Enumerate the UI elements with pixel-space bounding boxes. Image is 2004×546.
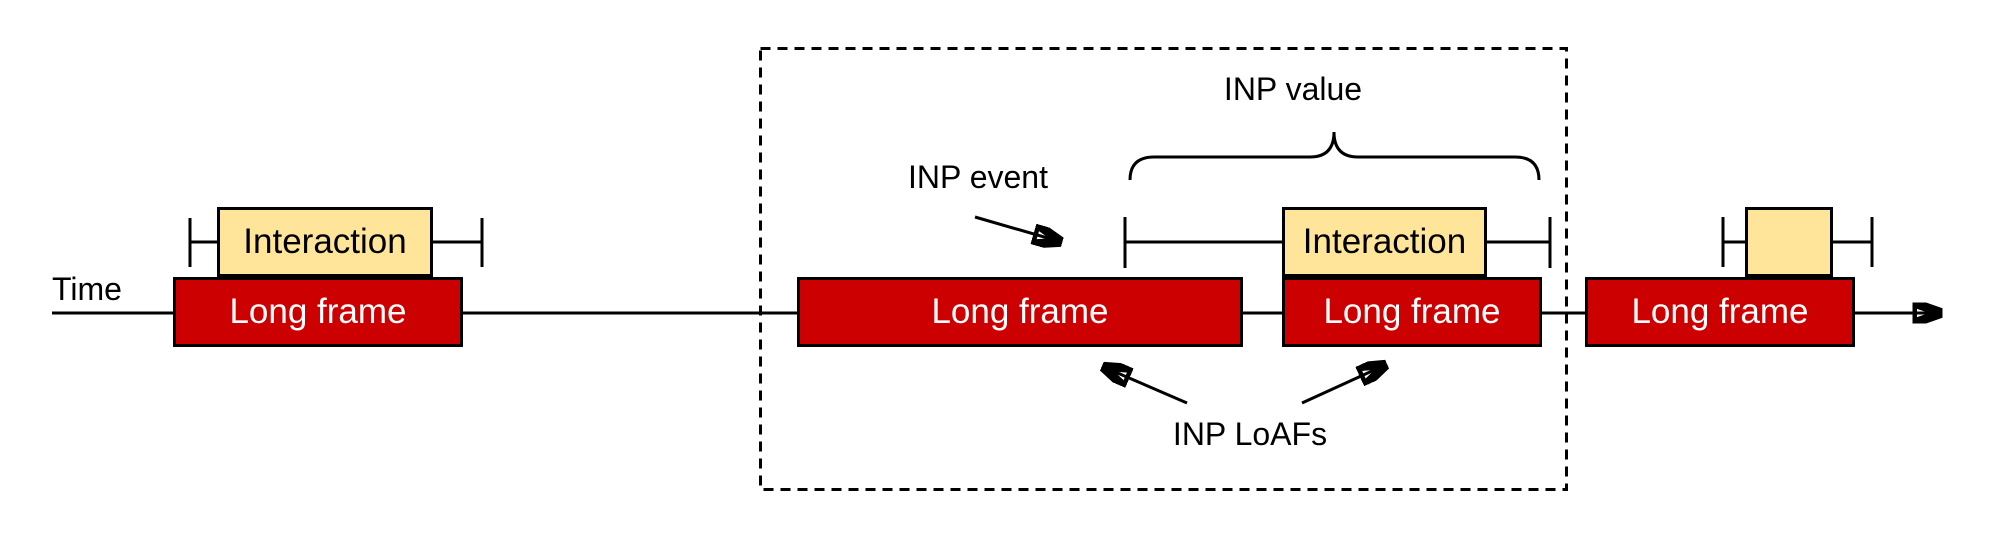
long-frame-box-1: Long frame xyxy=(173,277,463,347)
inp-interaction-range-whiskers xyxy=(1123,217,1552,268)
inp-value-brace xyxy=(1128,131,1541,181)
interaction-box-3 xyxy=(1745,207,1833,277)
interaction-box-2: Interaction xyxy=(1282,207,1487,277)
interaction3-range-whiskers xyxy=(1721,217,1874,267)
interaction-box-1: Interaction xyxy=(217,207,433,277)
long-frame-box-2: Long frame xyxy=(797,277,1243,347)
inp-value-label: INP value xyxy=(1223,71,1363,107)
inp-event-arrow xyxy=(974,215,1058,241)
interaction1-range-whiskers xyxy=(188,218,484,267)
time-axis-label: Time xyxy=(52,271,122,307)
inp-loafs-arrow-right xyxy=(1301,366,1383,405)
inp-loafs-label: INP LoAFs xyxy=(1172,416,1328,452)
inp-loafs-arrow-left xyxy=(1106,368,1188,405)
long-frame-box-4: Long frame xyxy=(1585,277,1855,347)
inp-group-dashed-box xyxy=(759,47,1568,491)
inp-event-label: INP event xyxy=(908,159,1048,195)
long-frame-box-3: Long frame xyxy=(1282,277,1542,347)
